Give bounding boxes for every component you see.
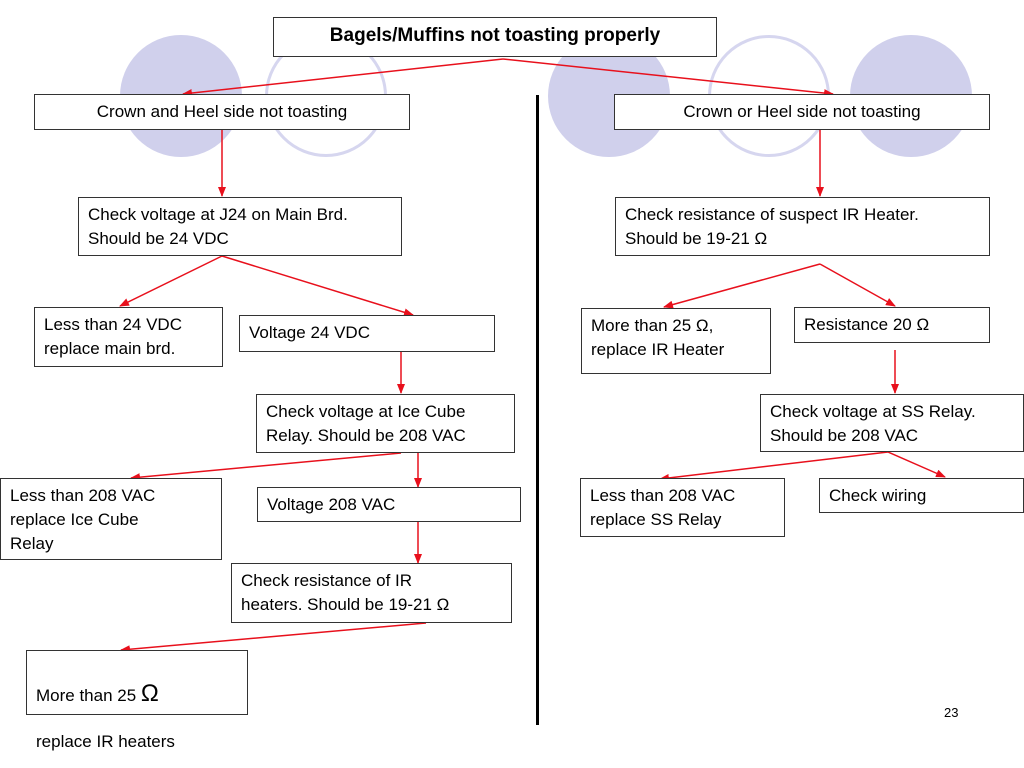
right-branch-box: Crown or Heel side not toasting (614, 94, 990, 130)
arrow-ss-relay-to-less208 (659, 451, 889, 482)
arrow-ice-relay-to-less208 (130, 452, 402, 482)
center-divider (536, 95, 539, 725)
voltage-208vac-box: Voltage 208 VAC (257, 487, 521, 522)
arrow-title-to-right (502, 58, 834, 98)
check-j24-voltage-box: Check voltage at J24 on Main Brd. Should… (78, 197, 402, 256)
omega-symbol: Ω (140, 680, 159, 707)
page-number: 23 (944, 705, 959, 720)
less-than-24vdc-box: Less than 24 VDC replace main brd. (34, 307, 223, 367)
more-than-25-ohm-right-box: More than 25 Ω, replace IR Heater (581, 308, 771, 374)
resistance-20-ohm-box: Resistance 20 Ω (794, 307, 990, 343)
less-than-208vac-ice-relay-box: Less than 208 VAC replace Ice Cube Relay (0, 478, 222, 560)
arrow-j24-to-voltage24 (221, 255, 414, 317)
voltage-24vdc-box: Voltage 24 VDC (239, 315, 495, 352)
arrow-ss-relay-to-wiring (887, 451, 946, 478)
arrow-ir-heater-to-more25 (663, 263, 821, 309)
left-branch-box: Crown and Heel side not toasting (34, 94, 410, 130)
flowchart-title: Bagels/Muffins not toasting properly (273, 17, 717, 57)
check-ir-heater-resistance-box: Check resistance of suspect IR Heater. S… (615, 197, 990, 256)
check-ir-heaters-resistance-box: Check resistance of IR heaters. Should b… (231, 563, 512, 623)
arrow-title-to-left (182, 58, 504, 97)
check-ice-cube-relay-box: Check voltage at Ice Cube Relay. Should … (256, 394, 515, 453)
arrow-ir-heaters-to-more25 (120, 622, 427, 654)
check-wiring-box: Check wiring (819, 478, 1024, 513)
more-25-suffix: replace IR heaters (36, 732, 175, 751)
more-25-prefix: More than 25 (36, 686, 141, 705)
check-ss-relay-voltage-box: Check voltage at SS Relay. Should be 208… (760, 394, 1024, 452)
less-than-208vac-ss-relay-box: Less than 208 VAC replace SS Relay (580, 478, 785, 537)
arrow-ir-heater-to-resistance20 (819, 263, 896, 307)
more-than-25-ohm-left-box: More than 25 Ω replace IR heaters (26, 650, 248, 751)
arrow-j24-to-less24 (119, 255, 223, 307)
